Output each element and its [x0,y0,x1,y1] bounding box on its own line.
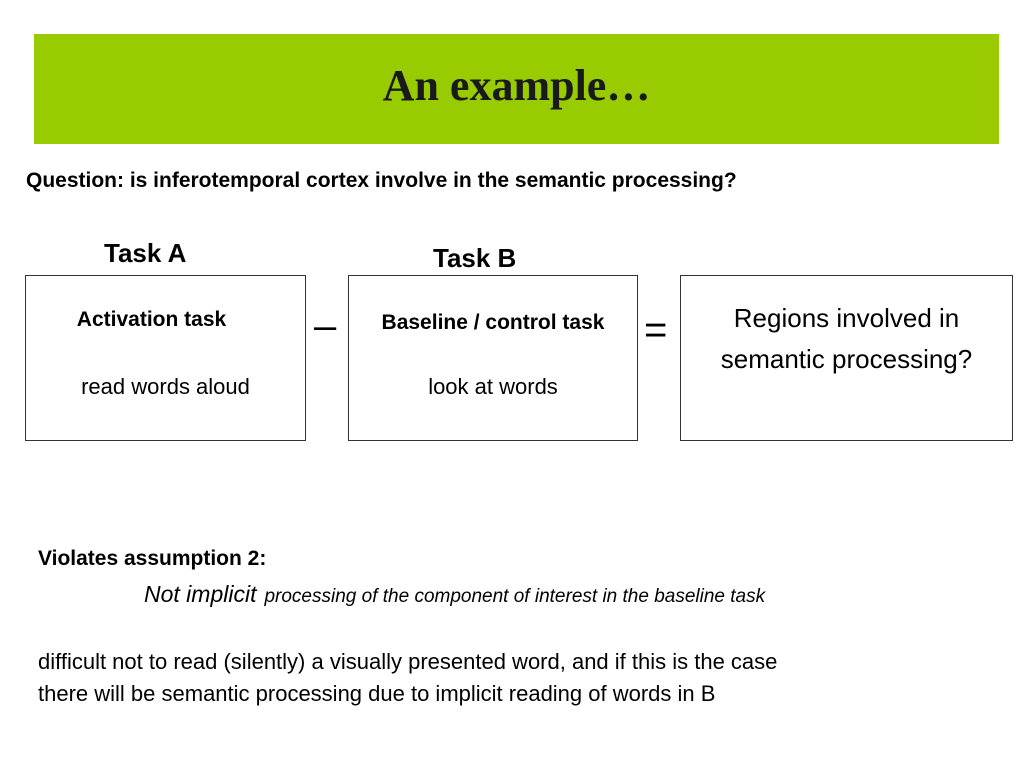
not-implicit-line: Not implicit processing of the component … [144,581,765,608]
slide-title: An example… [382,60,651,110]
task-a-description: read words aloud [81,374,250,399]
title-bar: An example… [34,34,999,144]
result-box: Regions involved in semantic processing? [680,275,1013,441]
not-implicit-rest: processing of the component of interest … [264,586,766,607]
explanation-text: difficult not to read (silently) a visua… [38,646,1018,710]
task-b-description: look at words [428,374,558,399]
question-text: Question: is inferotemporal cortex invol… [26,169,737,192]
task-a-heading: Activation task [76,308,227,331]
minus-operator: – [314,304,337,348]
explanation-line-2: there will be semantic processing due to… [38,681,716,706]
explanation-line-1: difficult not to read (silently) a visua… [38,649,778,674]
not-implicit-emphasis: Not implicit [144,581,257,607]
task-a-box: Activation task read words aloud [25,275,306,441]
task-b-label: Task B [433,243,517,273]
equals-operator: = [644,308,668,352]
result-text: Regions involved in semantic processing? [720,303,973,374]
task-b-heading: Baseline / control task [381,311,605,334]
task-a-label: Task A [104,238,187,268]
task-b-box: Baseline / control task look at words [348,275,638,441]
violates-heading: Violates assumption 2: [38,547,267,570]
